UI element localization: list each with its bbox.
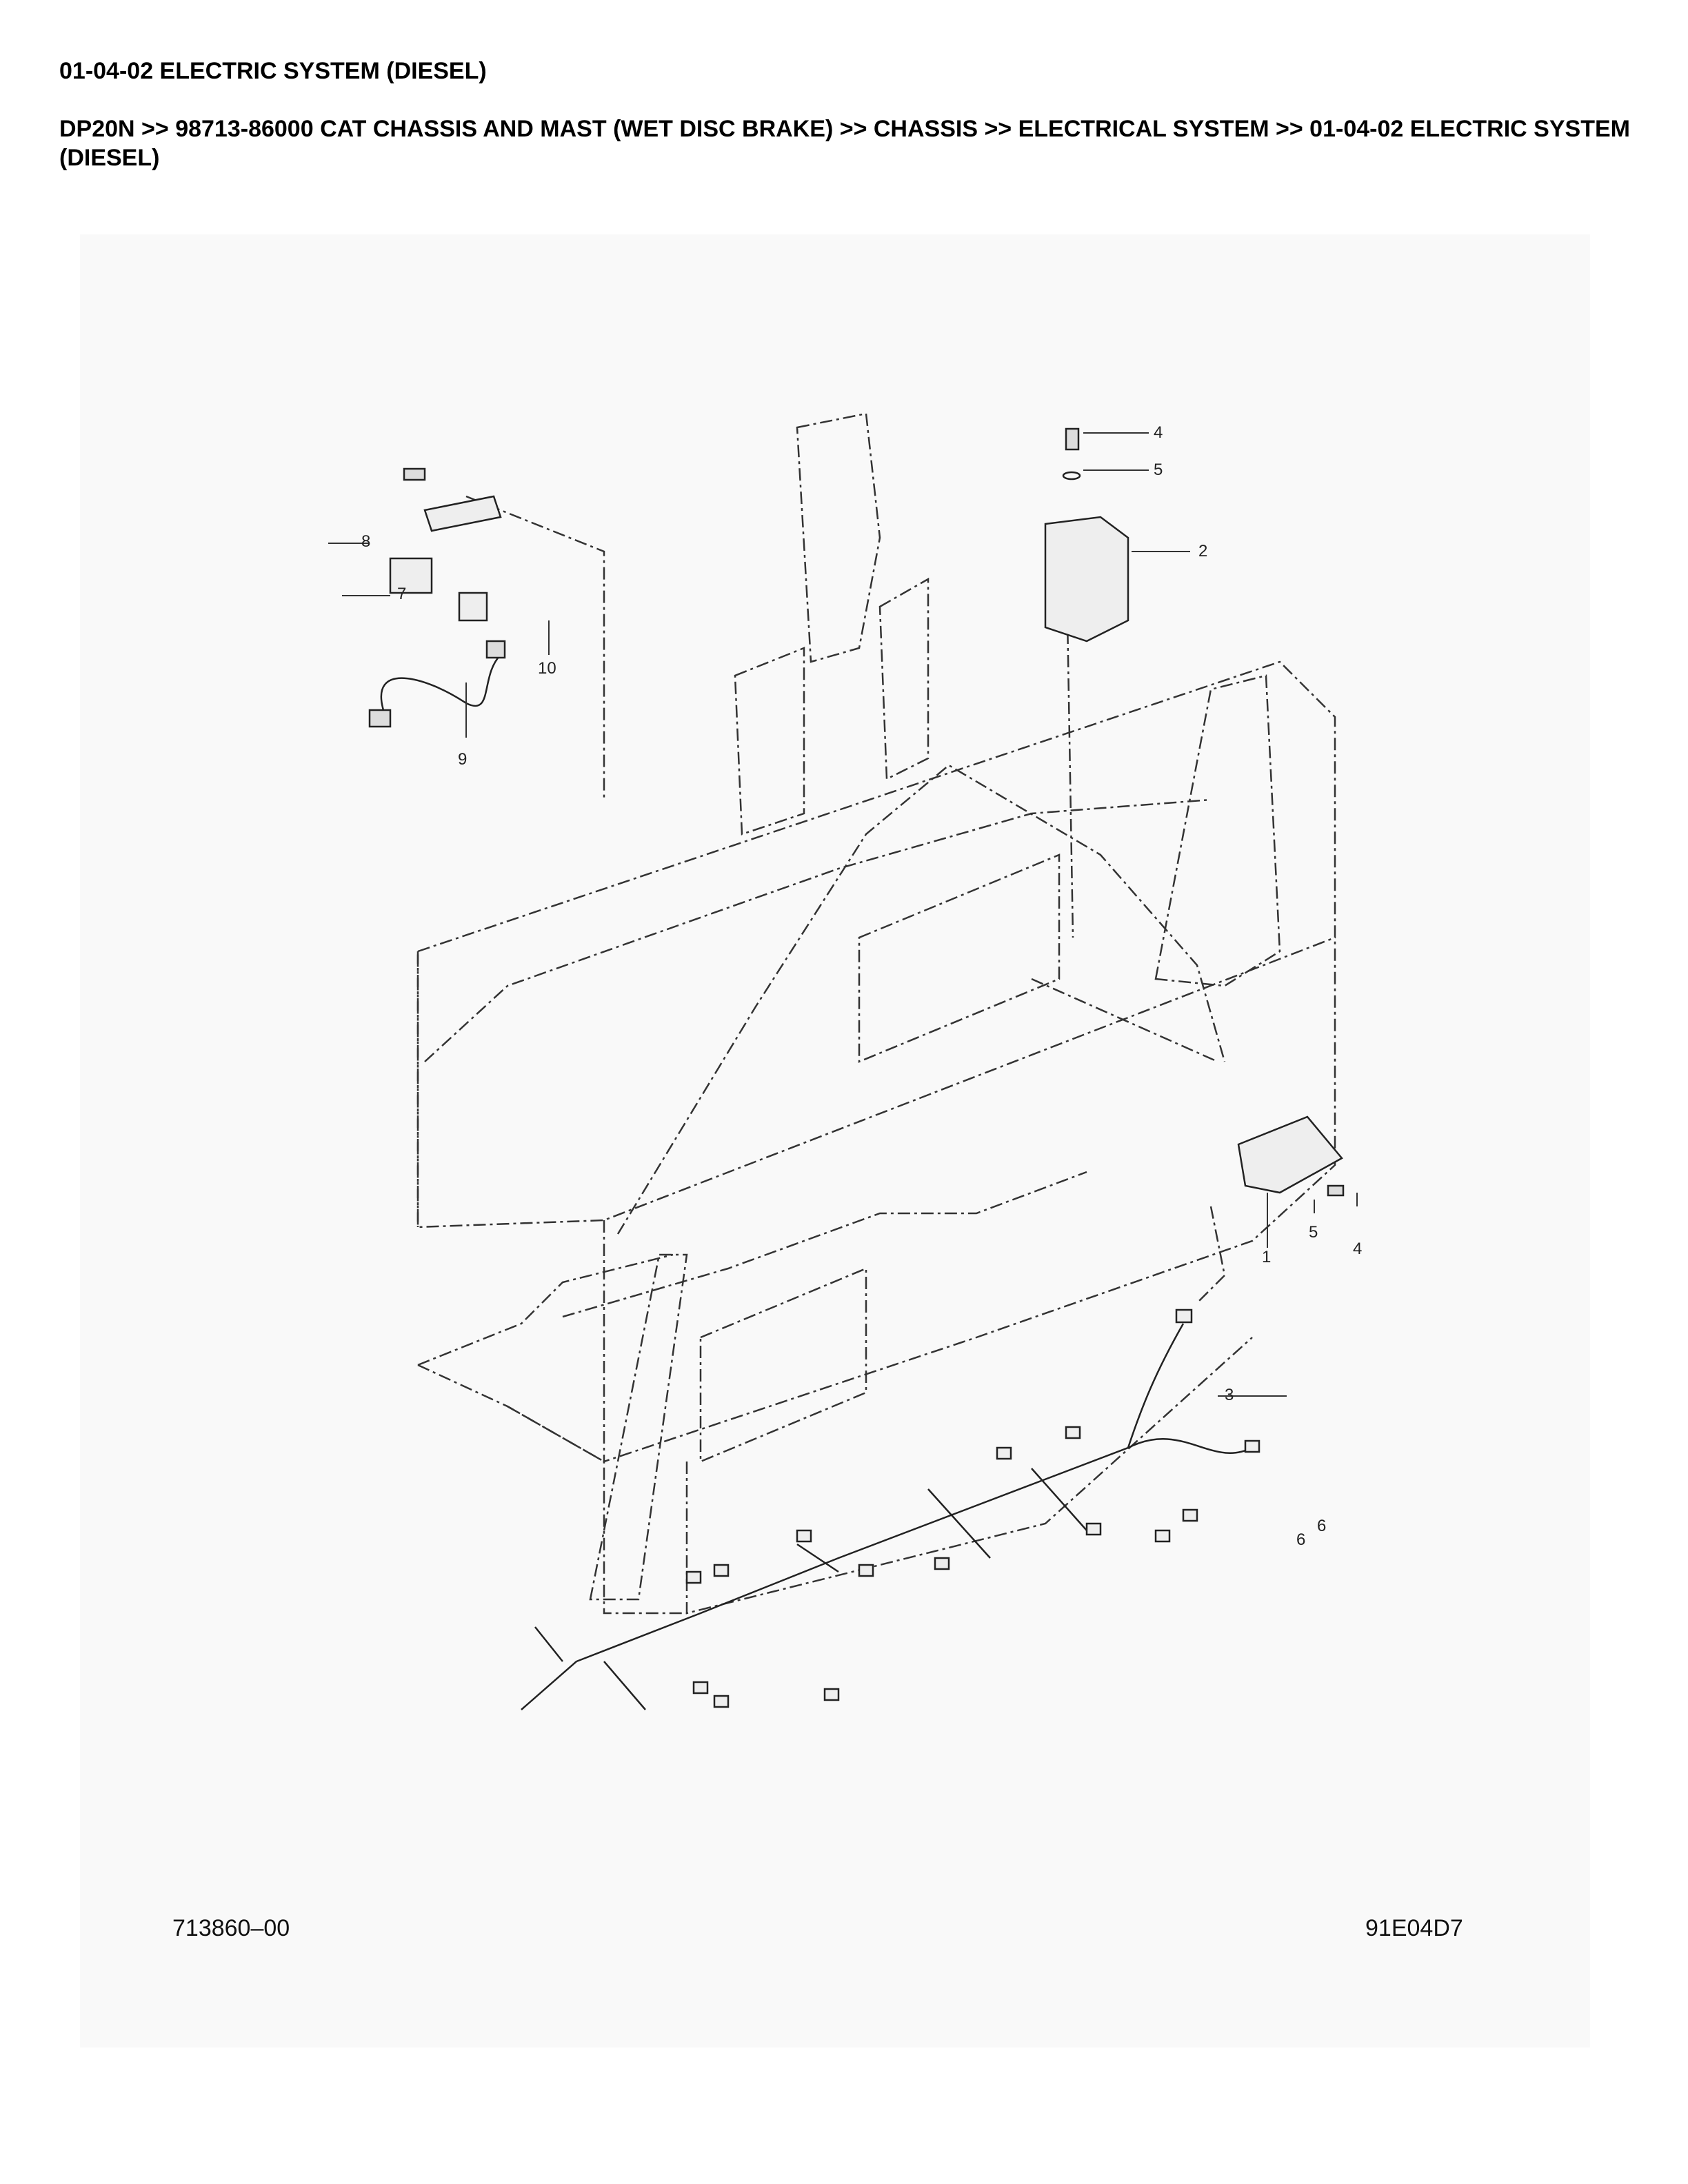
callout-6b: 6: [1317, 1517, 1327, 1535]
callout-5b: 5: [1309, 1223, 1318, 1242]
callout-10: 10: [538, 659, 556, 678]
callout-5: 5: [1154, 461, 1163, 479]
callout-6: 6: [1296, 1530, 1306, 1549]
chassis-illustration: [328, 412, 1358, 1710]
page-title: 01-04-02 ELECTRIC SYSTEM (DIESEL): [59, 58, 487, 84]
callout-4b: 4: [1353, 1240, 1363, 1258]
figure-code: 91E04D7: [1365, 1915, 1463, 1941]
callout-1: 1: [1262, 1248, 1272, 1266]
callout-9: 9: [458, 750, 468, 769]
callout-4: 4: [1154, 423, 1163, 442]
callout-3: 3: [1225, 1386, 1234, 1404]
callout-8: 8: [361, 532, 371, 551]
parts-diagram: 4 5 2 8 7 10 9 1 5 4 3 6 6: [80, 234, 1590, 2048]
callout-2: 2: [1198, 542, 1208, 560]
callout-7: 7: [397, 585, 407, 603]
drawing-number: 713860–00: [172, 1915, 290, 1941]
breadcrumb: DP20N >> 98713-86000 CAT CHASSIS AND MAS…: [59, 116, 1630, 171]
